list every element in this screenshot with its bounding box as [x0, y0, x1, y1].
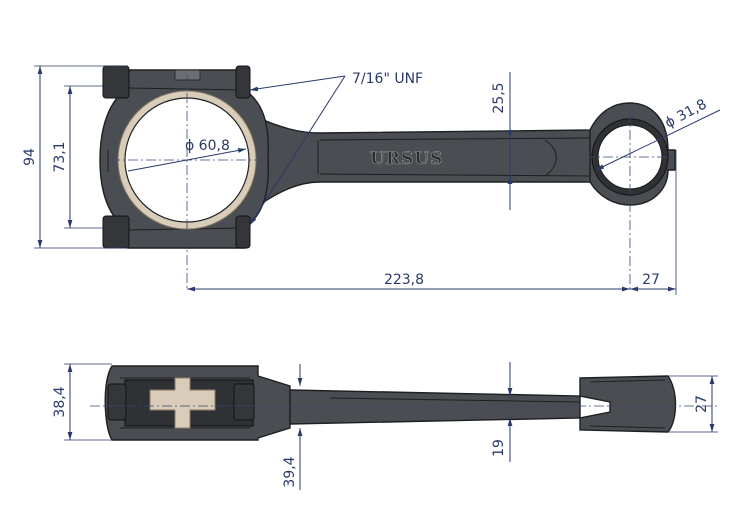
side-small-end	[579, 375, 677, 433]
small-end-offset-label: 27	[642, 272, 660, 288]
overall-height-label: 94	[22, 148, 38, 166]
side-view: 38,4 39,4 19 27	[52, 362, 720, 490]
side-beam	[289, 389, 581, 425]
cap-width-label: 39,4	[282, 456, 298, 487]
bolt-bottom-left	[102, 215, 130, 249]
center-distance-label: 223,8	[384, 272, 424, 288]
big-end-diameter-label: ϕ 60,8	[185, 138, 230, 154]
side-bearing-section	[149, 377, 216, 429]
beam-height-label: 25,5	[491, 82, 507, 113]
bolt-top-right	[235, 65, 251, 99]
brand-logo: URSUS	[370, 149, 443, 169]
beam-thickness-label: 19	[491, 439, 507, 457]
big-end-width-label: 38,4	[52, 386, 68, 417]
bolt-bottom-right	[235, 215, 251, 249]
thread-size-label: 7/16" UNF	[352, 71, 423, 87]
bolt-top-left	[102, 65, 130, 99]
bolt-spacing-label: 73,1	[52, 141, 68, 172]
front-view: URSUS ϕ 60,8 ϕ 31,8 7/16" UNF 94 73,1 25…	[22, 65, 721, 295]
small-end-width-label: 27	[694, 395, 710, 413]
